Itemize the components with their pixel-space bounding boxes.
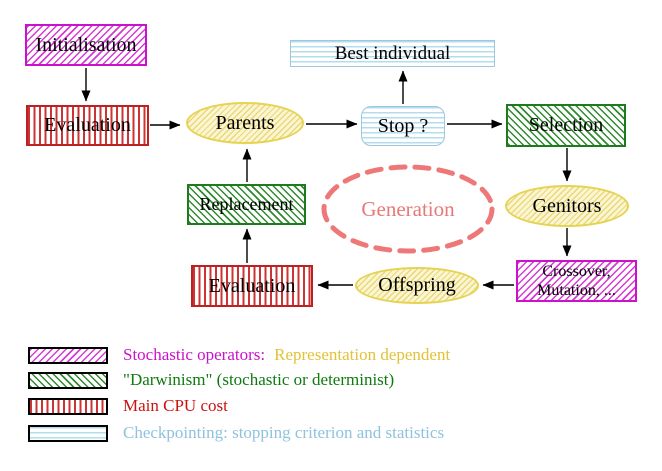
node-best-individual: Best individual xyxy=(290,40,495,67)
node-offspring: Offspring xyxy=(355,267,479,304)
node-stop: Stop ? xyxy=(361,106,445,146)
node-initialisation: Initialisation xyxy=(25,24,147,66)
node-label: Parents xyxy=(215,111,275,134)
node-label: Selection xyxy=(528,114,604,136)
node-label: Stop ? xyxy=(377,114,429,137)
legend-swatch-green-hatch xyxy=(28,371,108,389)
legend-label-secondary: Representation dependent xyxy=(274,345,451,364)
node-label: Evaluation xyxy=(208,274,296,297)
node-selection: Selection xyxy=(506,104,626,147)
legend-item-checkpointing: Checkpointing: stopping criterion and st… xyxy=(28,423,445,442)
node-label: Evaluation xyxy=(44,114,131,136)
node-label: Initialisation xyxy=(35,33,137,56)
legend-swatch-red-stripes xyxy=(28,397,108,415)
node-label-line1: Crossover, xyxy=(542,262,611,280)
legend-label: Stochastic operators: xyxy=(123,345,266,364)
node-genitors: Genitors xyxy=(505,185,629,227)
node-crossover-mutation: Crossover, Mutation, ... xyxy=(516,260,637,302)
legend-item-main-cpu-cost: Main CPU cost xyxy=(28,396,228,415)
node-label: Replacement xyxy=(199,194,294,215)
node-label: Best individual xyxy=(334,42,451,64)
node-parents: Parents xyxy=(186,102,304,144)
generation-label: Generation xyxy=(361,197,455,221)
node-replacement: Replacement xyxy=(187,184,306,225)
node-label-line2: Mutation, ... xyxy=(537,282,616,299)
node-evaluation-bottom: Evaluation xyxy=(191,265,313,307)
node-label: Offspring xyxy=(378,274,456,296)
legend-item-darwinism: "Darwinism" (stochastic or determinist) xyxy=(28,370,395,389)
node-label: Genitors xyxy=(532,194,602,217)
legend-label: "Darwinism" (stochastic or determinist) xyxy=(123,370,395,389)
legend-label: Checkpointing: stopping criterion and st… xyxy=(123,423,445,442)
legend-swatch-magenta-hatch xyxy=(28,346,108,364)
legend-label: Main CPU cost xyxy=(123,396,228,415)
legend-swatch-cyan-stripes xyxy=(28,424,108,442)
node-evaluation-top: Evaluation xyxy=(26,105,149,146)
legend-item-stochastic-operators: Stochastic operators: Representation dep… xyxy=(28,345,451,364)
